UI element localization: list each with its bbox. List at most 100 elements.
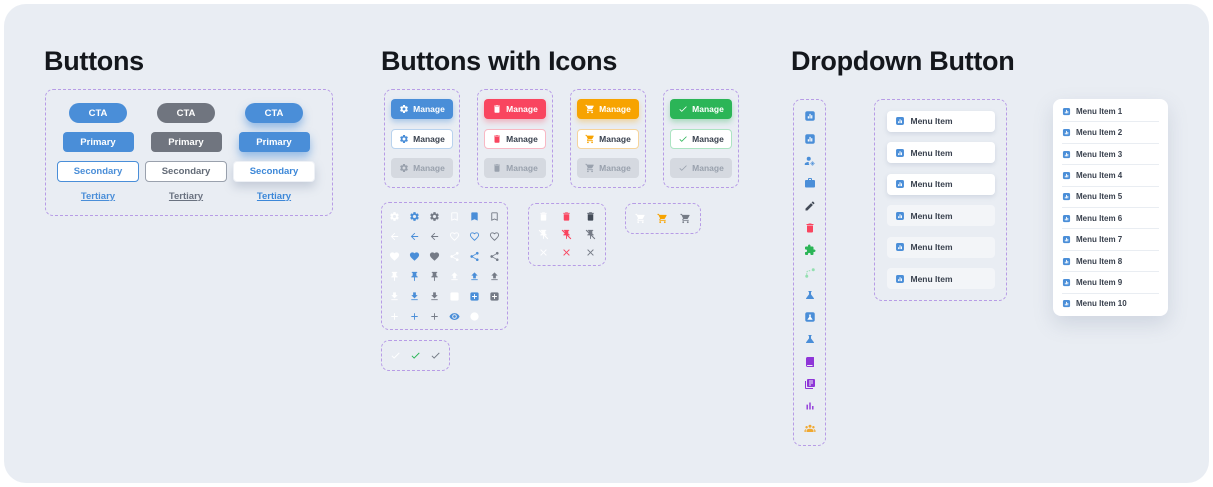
menu-item-1[interactable]: Menu Item 1 xyxy=(1062,101,1159,123)
manage-button-orange-outline[interactable]: Manage xyxy=(577,128,639,149)
x-icon xyxy=(585,247,596,258)
menu-item-label: Menu Item xyxy=(910,116,953,127)
pin-off-icon xyxy=(538,229,549,240)
cta-button-gray[interactable]: CTA xyxy=(157,103,215,123)
manage-button-green-outline[interactable]: Manage xyxy=(670,128,732,149)
manage-button-green-disabled[interactable]: Manage xyxy=(670,157,732,178)
icon-cell xyxy=(429,271,440,282)
menu-item[interactable]: Menu Item xyxy=(886,110,995,132)
icon-cell xyxy=(389,231,400,242)
secondary-button-white-shadow[interactable]: Secondary xyxy=(233,161,315,182)
icon-cell xyxy=(429,211,440,222)
menu-item[interactable]: Menu Item xyxy=(886,173,995,195)
check-icon xyxy=(678,134,688,144)
secondary-button-blue-outline[interactable]: Secondary xyxy=(57,161,139,182)
pin-icon xyxy=(429,271,440,282)
download-icon xyxy=(389,291,400,302)
menu-item-4[interactable]: Menu Item 4 xyxy=(1062,165,1159,187)
menu-item-label: Menu Item xyxy=(910,273,953,284)
menu-item-5[interactable]: Menu Item 5 xyxy=(1062,187,1159,209)
x-icon xyxy=(538,247,549,258)
button-slot: Primary xyxy=(142,132,230,152)
dropdown-menu-panel: Menu Item 1 Menu Item 2 Menu Item 3 Menu It… xyxy=(1053,99,1168,316)
pin-icon xyxy=(389,271,400,282)
manage-button-blue-outline[interactable]: Manage xyxy=(391,128,453,149)
menu-item[interactable]: Menu Item xyxy=(886,268,995,290)
icon-cell xyxy=(469,311,480,322)
menu-item-label: Menu Item 1 xyxy=(1076,106,1123,116)
plus-square-icon xyxy=(489,291,500,302)
icon-cell xyxy=(657,213,668,224)
share-icon xyxy=(449,251,460,262)
manage-button-blue-disabled[interactable]: Manage xyxy=(391,157,453,178)
icon-cell xyxy=(538,229,549,240)
chart-square-icon xyxy=(1062,235,1071,244)
tertiary-button-blue-link-bold[interactable]: Tertiary xyxy=(256,191,292,202)
menu-item-label: Menu Item 9 xyxy=(1076,277,1123,287)
manage-button-green-filled[interactable]: Manage xyxy=(670,99,732,120)
bookmark-outline-icon xyxy=(449,211,460,222)
menu-item[interactable]: Menu Item xyxy=(886,205,995,227)
menu-item[interactable]: Menu Item xyxy=(886,142,995,164)
icon-cell xyxy=(538,211,549,222)
menu-item-label: Menu Item 7 xyxy=(1076,235,1123,245)
plus-icon xyxy=(389,311,400,322)
primary-button-gray[interactable]: Primary xyxy=(150,132,222,152)
menu-item-label: Menu Item 10 xyxy=(1076,299,1127,309)
manage-button-red-outline[interactable]: Manage xyxy=(484,128,546,149)
button-slot: Secondary xyxy=(54,161,142,182)
menu-item-label: Menu Item xyxy=(910,179,953,190)
cta-button-blue[interactable]: CTA xyxy=(69,103,127,123)
icon-cell xyxy=(489,251,500,262)
primary-button-blue[interactable]: Primary xyxy=(62,132,134,152)
menu-item[interactable]: Menu Item xyxy=(886,236,995,258)
heart-icon xyxy=(389,251,400,262)
manage-button-orange-disabled[interactable]: Manage xyxy=(577,157,639,178)
flask-icon xyxy=(804,333,816,345)
manage-button-red-filled[interactable]: Manage xyxy=(484,99,546,120)
x-icon xyxy=(561,247,572,258)
cta-button-blue-shadow[interactable]: CTA xyxy=(245,103,303,123)
menu-item-7[interactable]: Menu Item 7 xyxy=(1062,229,1159,251)
secondary-button-gray-outline[interactable]: Secondary xyxy=(145,161,227,182)
icon-cell xyxy=(429,231,440,242)
heart-icon xyxy=(429,251,440,262)
manage-button-label: Manage xyxy=(413,133,445,144)
menu-item-label: Menu Item 2 xyxy=(1076,128,1123,138)
button-slot: Tertiary xyxy=(230,191,318,202)
plus-icon xyxy=(429,311,440,322)
menu-item-9[interactable]: Menu Item 9 xyxy=(1062,272,1159,294)
flask-square-icon xyxy=(804,311,816,323)
manage-button-label: Manage xyxy=(413,162,445,173)
button-slot: CTA xyxy=(142,103,230,123)
menu-item-label: Menu Item 4 xyxy=(1076,170,1123,180)
check-icon xyxy=(390,350,401,361)
tertiary-button-blue-link[interactable]: Tertiary xyxy=(80,191,116,202)
icon-cell xyxy=(409,251,420,262)
tertiary-button-gray-link[interactable]: Tertiary xyxy=(168,191,204,202)
menu-item-3[interactable]: Menu Item 3 xyxy=(1062,144,1159,166)
menu-item-8[interactable]: Menu Item 8 xyxy=(1062,251,1159,273)
heart-icon xyxy=(409,251,420,262)
gear-icon xyxy=(429,211,440,222)
menu-item-10[interactable]: Menu Item 10 xyxy=(1062,294,1159,314)
icon-cell xyxy=(389,211,400,222)
icon-cell xyxy=(635,213,646,224)
icon-cell xyxy=(449,231,460,242)
menu-item-label: Menu Item 3 xyxy=(1076,149,1123,159)
chart-square-icon xyxy=(1062,150,1071,159)
icon-cell xyxy=(469,271,480,282)
manage-button-blue-filled[interactable]: Manage xyxy=(391,99,453,120)
eye-icon xyxy=(449,311,460,322)
primary-button-blue-shadow[interactable]: Primary xyxy=(238,132,310,152)
chart-square-icon xyxy=(1062,107,1071,116)
manage-button-orange-filled[interactable]: Manage xyxy=(577,99,639,120)
check-icon-specimen-row xyxy=(381,340,450,371)
gear-icon xyxy=(389,211,400,222)
menu-item-2[interactable]: Menu Item 2 xyxy=(1062,122,1159,144)
menu-item-6[interactable]: Menu Item 6 xyxy=(1062,208,1159,230)
manage-button-red-disabled[interactable]: Manage xyxy=(484,157,546,178)
manage-button-label: Manage xyxy=(692,162,724,173)
